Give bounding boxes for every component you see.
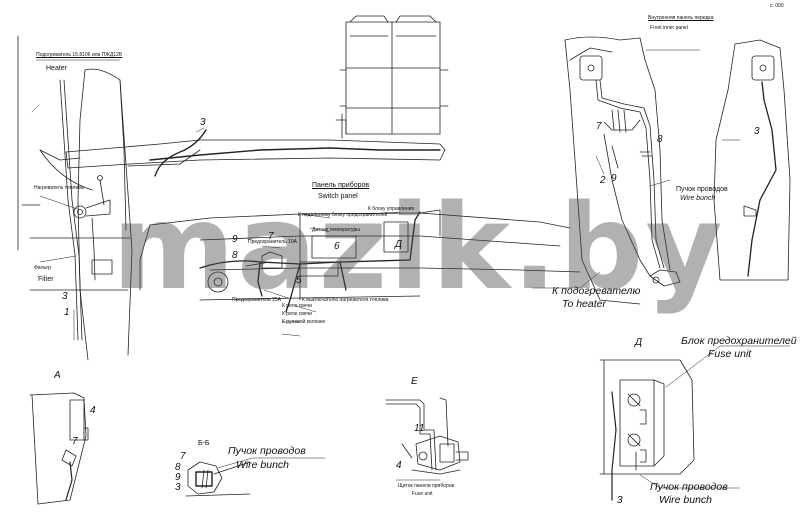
note-fuse-25a: Предохранитель 25А [232,297,281,303]
corner-mark: с. 000 [770,3,784,9]
callout-7-view-b: 7 [180,451,186,462]
front-panel-label-ru: Внутренняя панель передка [648,15,714,21]
filter-heater-label-ru: Нагреватель топлива [34,185,84,191]
front-panel-label-en: Front inner panel [650,25,688,31]
wire-bunch-label-ru-2: Пучок проводов [228,445,306,457]
fuse-panel-label-en: Fuse unit [412,491,433,497]
callout-d-panel: Д [395,239,403,250]
callout-3-left: 3 [62,291,68,302]
callout-4-view-a: 4 [90,405,96,416]
battery-and-frame [65,15,449,169]
callout-3-view-d: 3 [617,495,623,506]
callout-7-view-a: 7 [72,436,78,447]
wire-bunch-label-en-2: Wire bunch [236,459,290,471]
callout-3-top: 3 [200,117,206,128]
callout-2-front: 2 [600,175,606,186]
callout-8-front: 8 [657,134,663,145]
note-fuel-heater-switch: К выключателю нагревателя топлива [302,297,389,303]
switch-panel-view [139,209,581,301]
fuse-unit-label-ru: Блок предохранителей [681,335,797,347]
callout-9-panel: 9 [232,234,238,245]
wire-bunch-label-ru-1: Пучок проводов [676,186,728,193]
wire-bunch-label-en-3: Wire bunch [659,494,713,506]
front-inner-panel-view [564,36,681,305]
view-e-title: Е [411,376,418,387]
switch-panel-label-en: Switch panel [318,193,358,200]
wire-harness-panel [199,211,421,313]
heater-label-en: Heater [46,65,68,72]
fuse-panel-label-ru: Щиток панели приборов [398,483,455,489]
view-b-section [185,461,251,497]
view-d [599,359,695,501]
watermark: mazik.by [112,178,725,316]
callout-8-view-b: 8 [175,462,181,473]
callout-7-front: 7 [596,121,602,132]
view-a-title: А [54,370,61,381]
callout-9-view-b: 9 [175,472,181,483]
note-control-unit: К блоку управления [368,206,415,212]
callout-leaders [31,49,791,489]
callout-4-view-e: 4 [396,460,402,471]
filter-label-ru: Фильтр [34,265,51,271]
callout-6-panel: 6 [334,241,340,252]
callout-1-left: 1 [64,307,70,318]
wire-bunch-label-en-1: Wire bunch [680,195,716,202]
note-leaders [261,211,401,337]
to-heater-label-ru: К подогревателю [552,285,641,297]
view-a [29,392,89,505]
wire-harness-top [149,129,441,177]
view-d-title: Д [635,337,643,348]
note-temp-sensor: Датчик температуры [312,227,360,233]
fuse-unit-label-en: Fuse unit [708,348,752,360]
callout-3-right: 3 [754,126,760,137]
view-e [385,397,469,475]
callout-11-view-e: 11 [414,423,425,434]
filter-label-en: Filter [38,276,54,283]
heater-label-ru: Подогреватель 15.8106 или ПЖД12Б [36,52,123,58]
callout-9-front: 9 [611,173,617,184]
note-fuse-10a: Предохранитель 10А [248,239,297,245]
note-pedal-fuse: К педальному блоку предохранителей [298,212,388,218]
front-inner-panel-right [713,39,791,281]
callout-8-panel: 8 [232,250,238,261]
note-glow-relay-2: К реле свечи [282,311,312,317]
wire-bunch-label-ru-3: Пучок проводов [650,481,728,493]
cab-side-view [17,35,133,361]
to-heater-label-en: To heater [562,298,606,310]
callout-7-panel: 7 [268,231,274,242]
view-b-title: Б-Б [198,440,210,447]
callout-5-panel: 5 [296,275,302,286]
note-steering-column: К рулевой колонке [282,319,326,325]
callout-3-view-b: 3 [175,482,181,493]
note-glow-relay: К реле свечи [282,303,312,309]
switch-panel-label-ru: Панель приборов [312,182,370,189]
